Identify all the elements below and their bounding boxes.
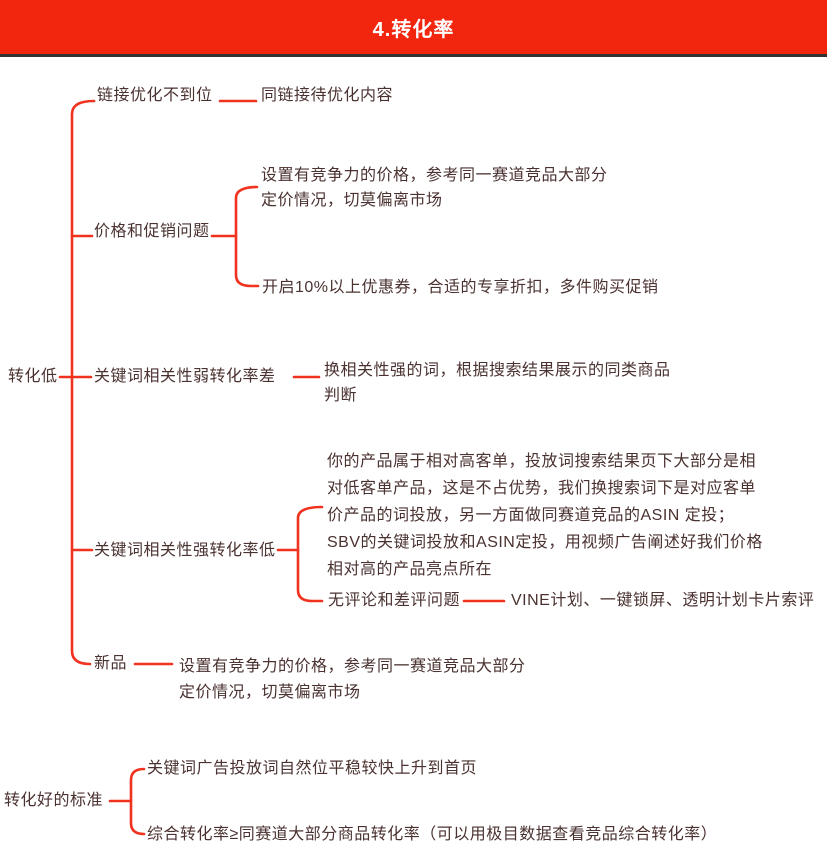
node-good-standard-1[interactable]: 关键词广告投放词自然位平稳较快上升到首页 (147, 760, 478, 777)
node-weak-keyword[interactable]: 关键词相关性弱转化率差 (94, 368, 276, 385)
node-weak-keyword-detail[interactable]: 换相关性强的词，根据搜索结果展示的同类商品 判断 (324, 362, 671, 404)
node-price-detail-2[interactable]: 开启10%以上优惠券，合适的专享折扣，多件购买促销 (262, 279, 659, 296)
title-bar: 4.转化率 (0, 0, 827, 57)
node-strong-keyword[interactable]: 关键词相关性强转化率低 (94, 542, 276, 559)
connector-strong-bracket (296, 505, 324, 603)
node-new-product-detail[interactable]: 设置有竞争力的价格，参考同一赛道竞品大部分 定价情况，切莫偏离市场 (179, 658, 526, 701)
page-title: 4.转化率 (372, 18, 455, 41)
node-no-reviews[interactable]: 无评论和差评问题 (328, 592, 461, 609)
node-new-product[interactable]: 新品 (94, 655, 128, 672)
node-link-opt[interactable]: 链接优化不到位 (97, 87, 213, 104)
node-good-standard-2[interactable]: 综合转化率≥同赛道大部分商品转化率（可以用极目数据查看竞品综合转化率） (147, 826, 718, 843)
connector-good-bracket (129, 767, 146, 836)
node-root-low[interactable]: 转化低 (8, 368, 58, 385)
node-price-detail-1[interactable]: 设置有竞争力的价格，参考同一赛道竞品大部分 定价情况，切莫偏离市场 (261, 167, 608, 209)
connector-price-bracket (234, 185, 260, 288)
node-no-reviews-detail[interactable]: VINE计划、一键锁屏、透明计划卡片索评 (511, 592, 815, 609)
node-price-promo[interactable]: 价格和促销问题 (94, 223, 210, 240)
node-link-opt-detail[interactable]: 同链接待优化内容 (261, 87, 394, 104)
connector-root-low-trunk (70, 99, 96, 666)
node-strong-keyword-detail[interactable]: 你的产品属于相对高客单，投放词搜索结果页下大部分是相 对低客单产品，这是不占优势… (327, 453, 763, 578)
node-root-good[interactable]: 转化好的标准 (4, 792, 104, 809)
